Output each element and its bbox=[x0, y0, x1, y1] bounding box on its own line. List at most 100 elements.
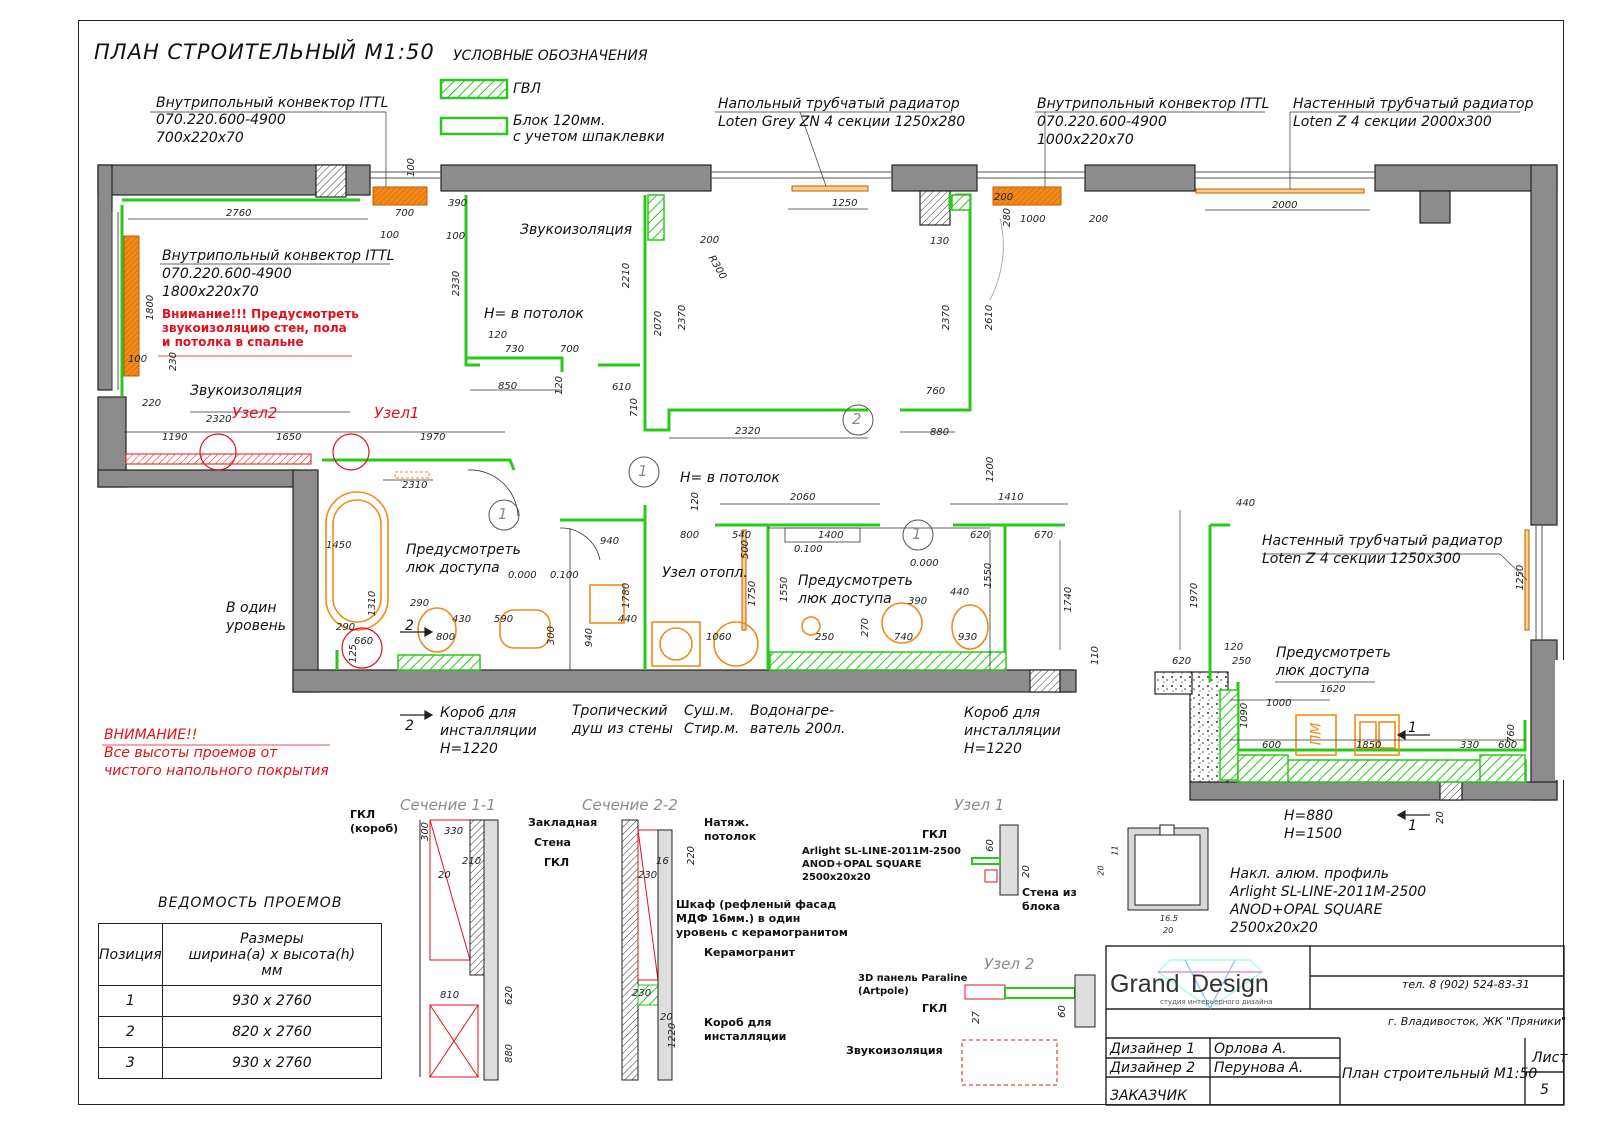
n1-dim: 20 bbox=[1020, 865, 1032, 878]
washer-label: Стир.м. bbox=[684, 721, 740, 737]
schedule-col-position: Позиция bbox=[98, 923, 163, 986]
schedule-title: ВЕДОМОСТЬ ПРОЕМОВ bbox=[158, 895, 343, 911]
n1-profile-1: Arlight SL-LINE-2011M-2500 bbox=[802, 846, 961, 857]
hatch-access-3a: Предусмотреть bbox=[1276, 645, 1391, 661]
dim: 1650 bbox=[276, 432, 302, 443]
dim: 1780 bbox=[621, 582, 633, 609]
profile-line3: ANOD+OPAL SQUARE bbox=[1230, 902, 1383, 918]
section-markers bbox=[400, 626, 1430, 821]
box1-line1: Короб для bbox=[440, 705, 517, 721]
n2-dim: 27 bbox=[970, 1011, 982, 1024]
section-2-2-drawing bbox=[621, 819, 673, 1081]
table-cell: 930 х 2760 bbox=[161, 985, 383, 1017]
dim: 500 bbox=[740, 539, 752, 560]
schedule-col-size-1: Размеры bbox=[240, 930, 304, 947]
dim: 290 bbox=[410, 598, 430, 609]
dim: 670 bbox=[1034, 530, 1054, 541]
table-cell: 930 х 2760 bbox=[161, 1047, 383, 1079]
dim: 0.100 bbox=[794, 544, 823, 555]
height-880: Н=880 bbox=[1284, 808, 1333, 824]
profile-dim: 16.5 bbox=[1160, 914, 1178, 923]
s22-dim: 220 bbox=[686, 845, 698, 866]
box2-line1: Короб для bbox=[964, 705, 1041, 721]
dim: 740 bbox=[894, 632, 914, 643]
dim: 800 bbox=[680, 530, 700, 541]
hatch-access-3b: люк доступа bbox=[1276, 663, 1370, 679]
schedule-col-size-2: ширина(а) х высота(h) bbox=[188, 946, 356, 963]
profile-line4: 2500х20х20 bbox=[1230, 920, 1318, 936]
profile-dim: 11 bbox=[1110, 845, 1120, 856]
s22-cab-3: уровень с керамогранитом bbox=[676, 926, 848, 939]
address: г. Владивосток, ЖК "Пряники" bbox=[1388, 1015, 1567, 1028]
heating-node-label: Узел отопл. bbox=[662, 565, 748, 581]
dim: 2060 bbox=[790, 492, 816, 503]
openings-warning-3: чистого напольного покрытия bbox=[104, 763, 329, 779]
dim: 1410 bbox=[998, 492, 1024, 503]
dim: 760 bbox=[1506, 723, 1518, 744]
dim: 430 bbox=[452, 614, 472, 625]
table-cell: 3 bbox=[98, 1047, 163, 1079]
dim: 130 bbox=[930, 236, 950, 247]
circle-label-3: 1 bbox=[912, 525, 922, 543]
n1-wall-2: блока bbox=[1022, 900, 1061, 913]
dim: 230 bbox=[168, 351, 180, 372]
sheet-label: Лист bbox=[1532, 1050, 1568, 1066]
dim: 20 bbox=[1434, 811, 1446, 824]
title-block-lines bbox=[1105, 945, 1565, 1106]
n2-panel-2: (Artpole) bbox=[858, 986, 909, 997]
dim: 100 bbox=[406, 157, 418, 178]
conv1-line2: 070.220.600-4900 bbox=[156, 112, 286, 128]
s11-dim: 810 bbox=[440, 990, 460, 1001]
dim: 250 bbox=[1232, 656, 1252, 667]
s22-cab-2: МДФ 16мм.) в один bbox=[676, 912, 801, 925]
bedroom-warning-1: Внимание!!! Предусмотреть bbox=[162, 307, 359, 321]
node1-label: Узел1 bbox=[374, 404, 420, 422]
section-mark-1a: 1 bbox=[1408, 720, 1417, 736]
profile-drawing bbox=[1127, 824, 1209, 911]
floor-radiator-line1: Напольный трубчатый радиатор bbox=[718, 96, 960, 112]
designer2-name: Перунова А. bbox=[1214, 1060, 1304, 1076]
dim: 1620 bbox=[1320, 684, 1346, 695]
dim: 1850 bbox=[1356, 740, 1382, 751]
floor-radiator-line2: Loten Grey ZN 4 секции 1250х280 bbox=[718, 114, 966, 130]
circle-label-1: 1 bbox=[638, 462, 648, 480]
conv3-line1: Внутрипольный конвектор ITTL bbox=[162, 248, 395, 264]
table-cell: 2 bbox=[98, 1016, 163, 1048]
schedule-col-size: Размеры ширина(а) х высота(h) мм bbox=[161, 923, 383, 986]
dim: 330 bbox=[1460, 740, 1480, 751]
leader-lines bbox=[102, 111, 1528, 746]
dim: 125 bbox=[348, 643, 360, 664]
dim: 290 bbox=[336, 622, 356, 633]
schedule-col-size-3: мм bbox=[261, 962, 283, 979]
s11-dim: 880 bbox=[504, 1043, 516, 1064]
conv2-line1: Внутрипольный конвектор ITTL bbox=[1037, 96, 1270, 112]
node-1-drawing bbox=[971, 824, 1019, 896]
conv3-line3: 1800х220х70 bbox=[162, 284, 259, 300]
dim: 200 bbox=[700, 235, 720, 246]
section-2-2-title: Сечение 2-2 bbox=[582, 796, 678, 814]
dim: 2000 bbox=[1272, 200, 1298, 211]
one-level-1: В один bbox=[226, 600, 277, 616]
soundproof-label-1: Звукоизоляция bbox=[520, 222, 633, 238]
soundproof-strips bbox=[122, 198, 360, 465]
dim: 760 bbox=[926, 386, 946, 397]
dim: 1970 bbox=[1189, 582, 1201, 609]
s22-ceiling-1: Натяж. bbox=[704, 816, 750, 829]
dim: 0.000 bbox=[508, 570, 537, 581]
s11-gkl-box2: (короб) bbox=[350, 822, 399, 835]
wall-radiator1-line1: Настенный трубчатый радиатор bbox=[1293, 96, 1534, 112]
legend-block-label-1: Блок 120мм. bbox=[513, 113, 606, 129]
dim: 610 bbox=[612, 382, 632, 393]
s11-dim: 330 bbox=[444, 826, 464, 837]
bedroom-warning-3: и потолка в спальне bbox=[162, 335, 304, 349]
dim: 280 bbox=[1002, 207, 1014, 228]
s11-dim: 620 bbox=[504, 985, 516, 1006]
node2-label: Узел2 bbox=[232, 404, 278, 422]
dim: 2760 bbox=[226, 208, 252, 219]
box2-line2: инсталляции bbox=[964, 723, 1061, 739]
dim: 2610 bbox=[984, 304, 996, 331]
s22-cab-1: Шкаф (рефленый фасад bbox=[676, 898, 837, 911]
one-level-2: уровень bbox=[226, 618, 287, 634]
profile-line2: Arlight SL-LINE-2011M-2500 bbox=[1230, 884, 1427, 900]
